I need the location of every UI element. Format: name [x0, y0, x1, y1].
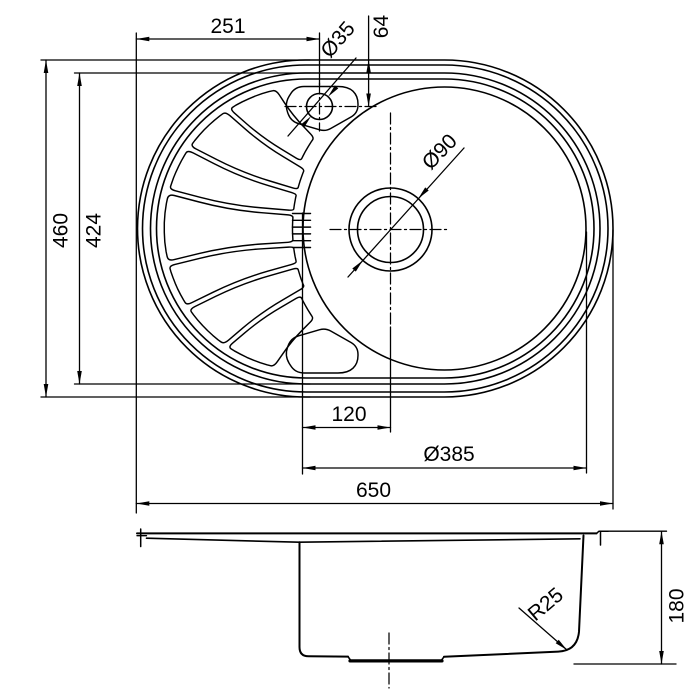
svg-text:Ø385: Ø385 — [423, 443, 474, 466]
svg-text:251: 251 — [210, 15, 245, 38]
svg-text:180: 180 — [666, 588, 689, 623]
svg-text:120: 120 — [331, 403, 366, 426]
svg-text:650: 650 — [356, 479, 391, 502]
svg-text:424: 424 — [83, 213, 106, 248]
svg-text:64: 64 — [370, 15, 393, 39]
svg-text:460: 460 — [50, 213, 73, 248]
